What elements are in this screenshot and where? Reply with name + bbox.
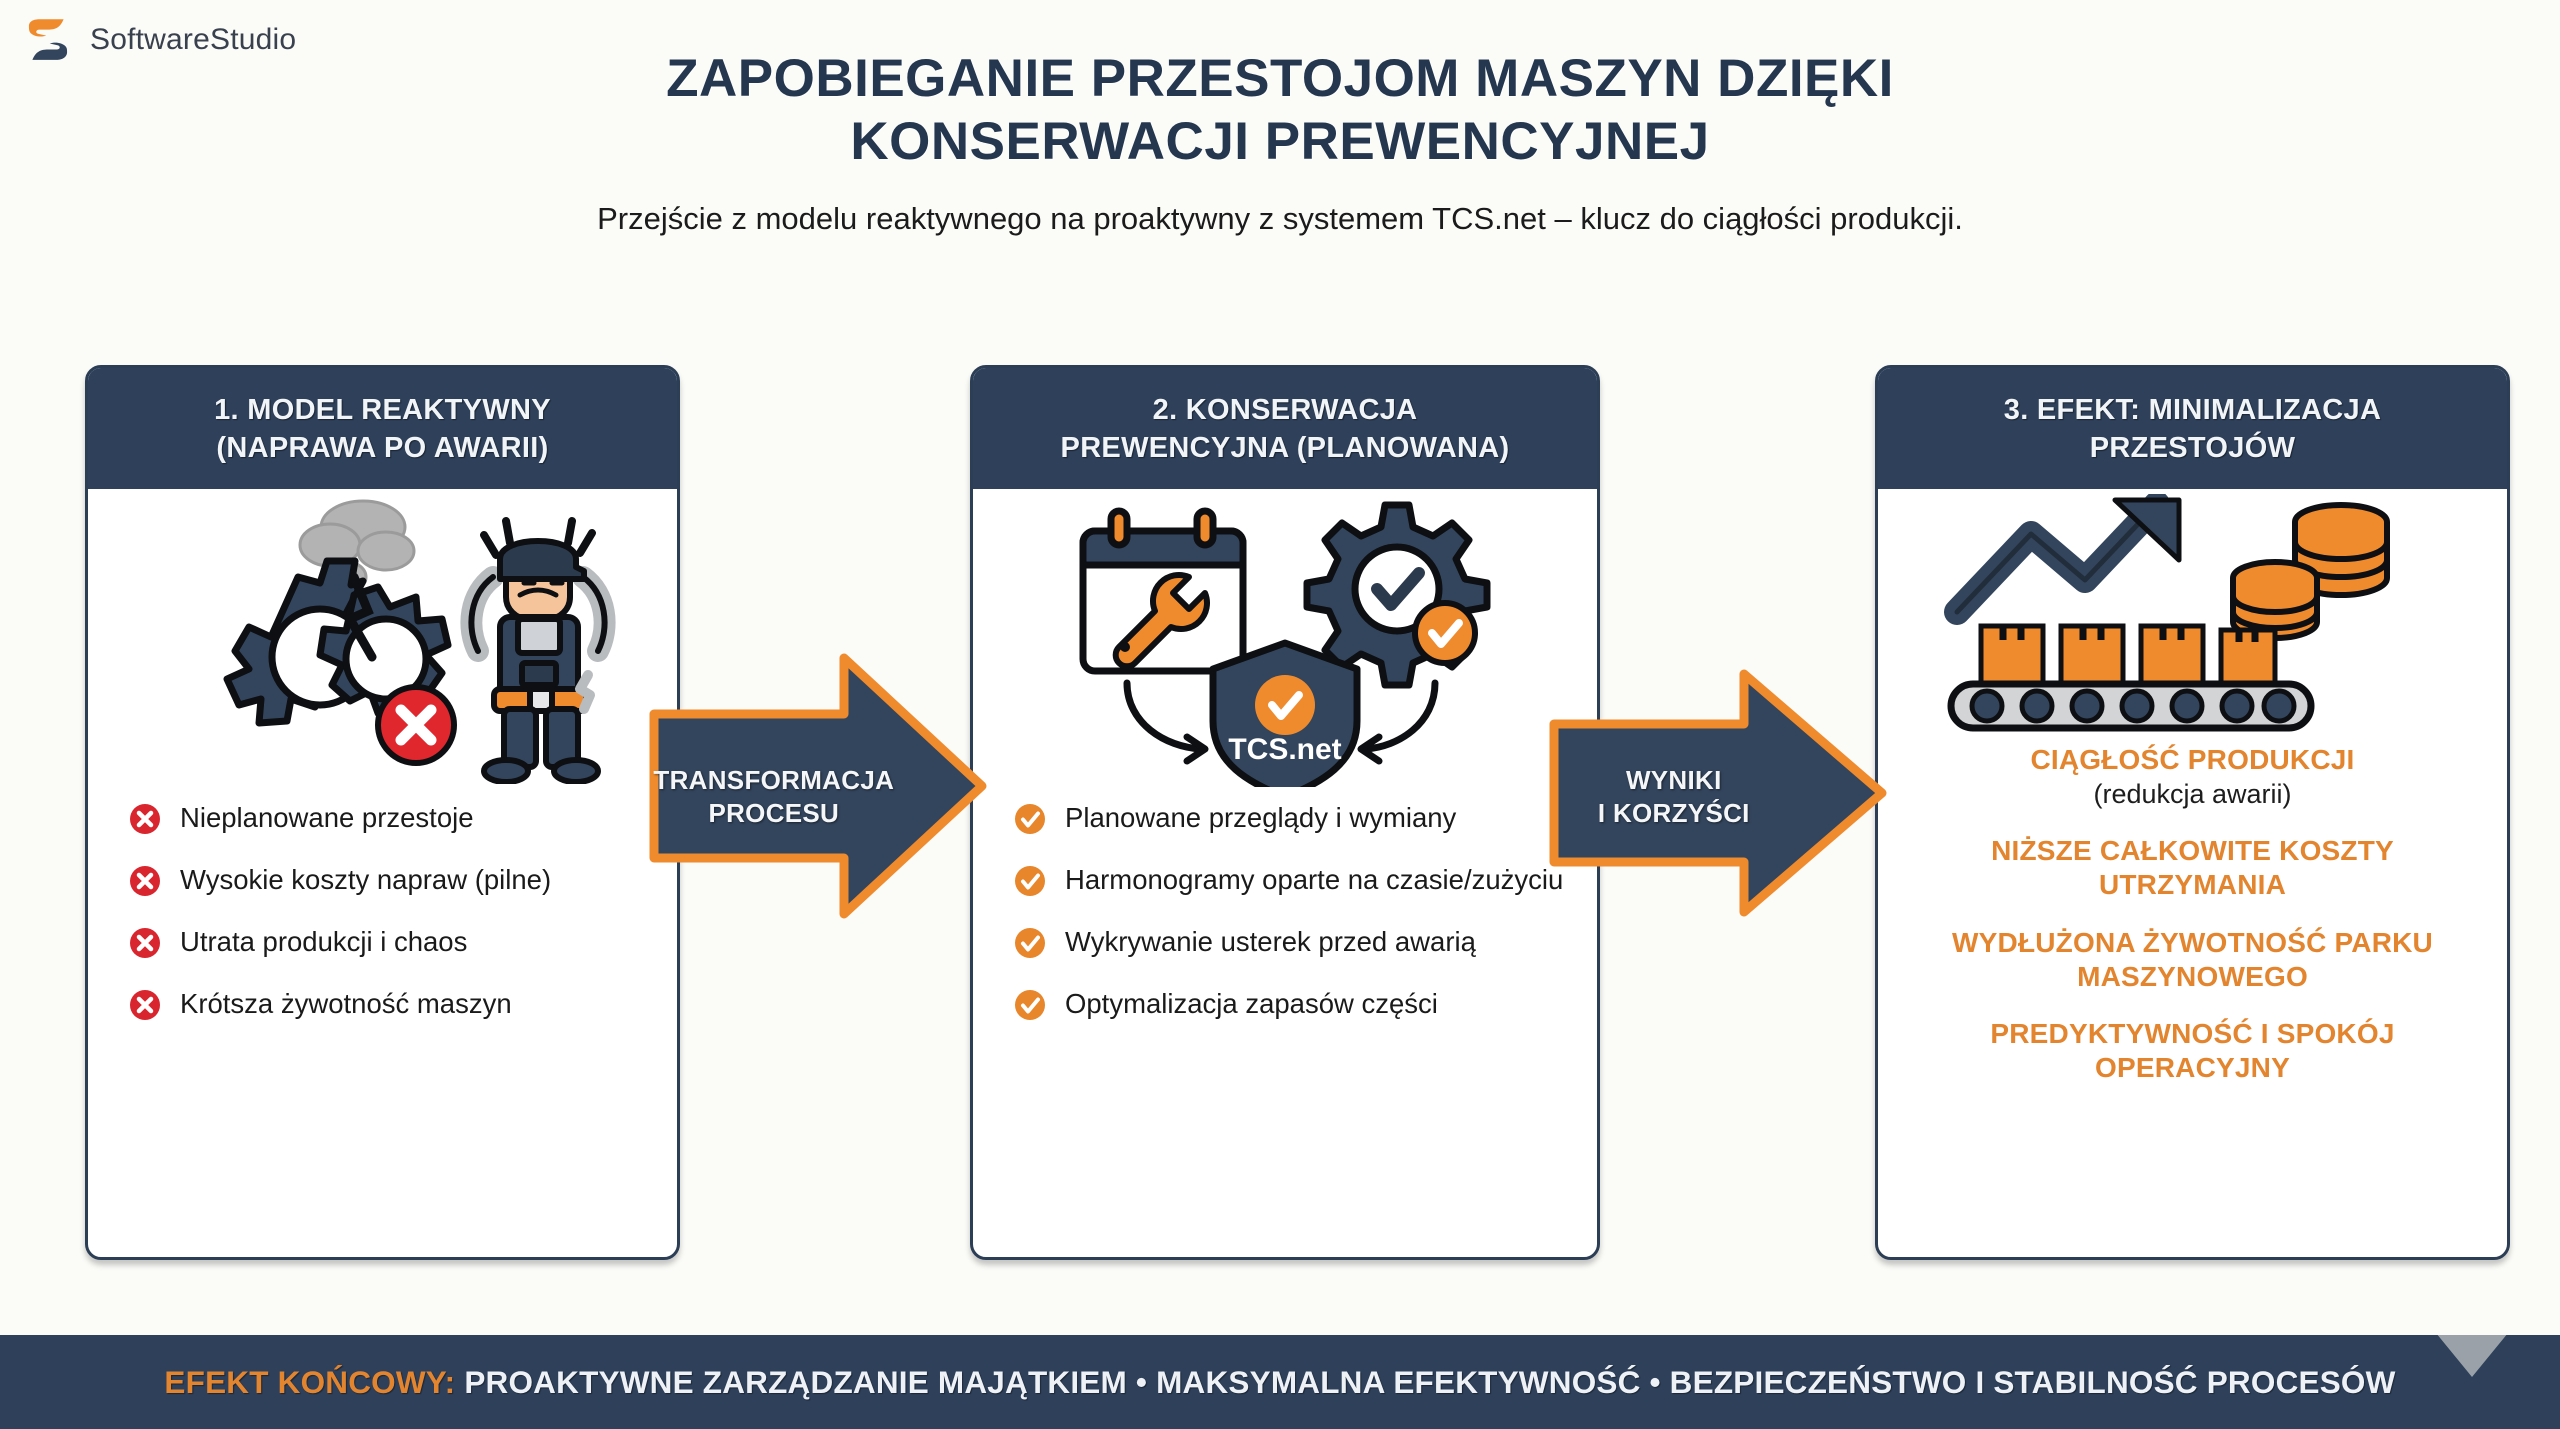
benefit-main: NIŻSZE CAŁKOWITE KOSZTY UTRZYMANIA (1991, 835, 2394, 901)
list-item: CIĄGŁOŚĆ PRODUKCJI (redukcja awarii) (1910, 743, 2475, 811)
preventive-bullet-list: Planowane przeglądy i wymiany Harmonogra… (983, 794, 1587, 1048)
orange-check-circle-icon (1015, 866, 1045, 897)
card-header-line-1: 1. MODEL REAKTYWNY (214, 394, 551, 426)
shield-label: TCS.net (1228, 733, 1341, 766)
page-title-line-2: KONSERWACJI PREWENCYJNEJ (850, 111, 1710, 171)
list-item: Optymalizacja zapasów części (1013, 986, 1569, 1022)
benefit-main: WYDŁUŻONA ŻYWOTNOŚĆ PARKU MASZYNOWEGO (1952, 926, 2433, 992)
list-item: NIŻSZE CAŁKOWITE KOSZTY UTRZYMANIA (1910, 834, 2475, 902)
page-subtitle: Przejście z modelu reaktywnego na proakt… (597, 201, 1963, 237)
benefit-main: PREDYKTYWNOŚĆ I SPOKÓJ OPERACYJNY (1990, 1017, 2395, 1084)
red-x-circle-icon (130, 866, 160, 897)
card-header-line-2: PRZESTOJÓW (2089, 431, 2296, 464)
page-title: ZAPOBIEGANIE PRZESTOJOM MASZYN DZIĘKI KO… (0, 48, 2560, 173)
red-x-circle-icon (130, 990, 160, 1021)
transition-arrow-results[interactable]: WYNIKI I KORZYŚCI (1548, 668, 1888, 918)
list-item-label: Utrata produkcji i chaos (180, 926, 468, 958)
growth-arrow-coins-conveyor-boxes-icon (1888, 489, 2497, 739)
list-item: Utrata produkcji i chaos (128, 924, 649, 960)
orange-check-circle-icon (1015, 990, 1045, 1021)
list-item: Wykrywanie usterek przed awarią (1013, 924, 1569, 960)
footer-accent-label: EFEKT KOŃCOWY: (164, 1363, 456, 1400)
card-header-preventive: 2. KONSERWACJA PREWENCYJNA (PLANOWANA) (973, 368, 1597, 490)
card-body-reactive: Nieplanowane przestoje Wysokie koszty na… (88, 489, 677, 1257)
list-item: Planowane przeglądy i wymiany (1013, 800, 1569, 836)
list-item: WYDŁUŻONA ŻYWOTNOŚĆ PARKU MASZYNOWEGO (1910, 926, 2475, 994)
page-title-block: ZAPOBIEGANIE PRZESTOJOM MASZYN DZIĘKI KO… (0, 48, 2560, 237)
list-item-label: Harmonogramy oparte na czasie/zużyciu (1065, 864, 1564, 896)
list-item-label: Wykrywanie usterek przed awarią (1065, 926, 1476, 958)
stage-card-preventive[interactable]: 2. KONSERWACJA PREWENCYJNA (PLANOWANA) (970, 365, 1600, 1260)
orange-check-circle-icon (1015, 804, 1045, 835)
list-item-label: Planowane przeglądy i wymiany (1065, 802, 1457, 834)
list-item: Harmonogramy oparte na czasie/zużyciu (1013, 862, 1569, 898)
list-item-label: Optymalizacja zapasów części (1065, 988, 1438, 1020)
stage-card-reactive[interactable]: 1. MODEL REAKTYWNY (NAPRAWA PO AWARII) (85, 365, 680, 1260)
brand-logo: SoftwareStudio (22, 14, 296, 66)
list-item-label: Wysokie koszty napraw (pilne) (180, 864, 552, 896)
list-item: Wysokie koszty napraw (pilne) (128, 862, 649, 898)
broken-gear-smoke-frustrated-worker-icon (98, 489, 667, 794)
list-item: Nieplanowane przestoje (128, 800, 649, 836)
transition-arrow-transformation[interactable]: TRANSFORMACJA PROCESU (648, 652, 988, 920)
card-header-results: 3. EFEKT: MINIMALIZACJA PRZESTOJÓW (1878, 368, 2507, 490)
list-item: Krótsza żywotność maszyn (128, 986, 649, 1022)
right-arrow-icon (649, 653, 987, 919)
right-arrow-icon (1549, 669, 1887, 917)
benefit-sub: (redukcja awarii) (2093, 778, 2292, 809)
page-title-line-1: ZAPOBIEGANIE PRZESTOJOM MASZYN DZIĘKI (666, 49, 1894, 108)
brand-name: SoftwareStudio (90, 23, 297, 56)
red-x-circle-icon (130, 928, 160, 959)
footer-body-label: PROAKTYWNE ZARZĄDZANIE MAJĄTKIEM • MAKSY… (455, 1363, 2396, 1400)
card-header-line-1: 3. EFEKT: MINIMALIZACJA (2003, 394, 2382, 426)
softwarestudio-s-logo-icon (28, 19, 68, 60)
arrow-label-results: WYNIKI I KORZYŚCI (1548, 764, 1800, 829)
arrow-label-transformation: TRANSFORMACJA PROCESU (648, 764, 900, 829)
orange-check-circle-icon (1015, 928, 1045, 959)
footer-text: EFEKT KOŃCOWY: PROAKTYWNE ZARZĄDZANIE MA… (164, 1364, 2395, 1401)
list-item-label: Krótsza żywotność maszyn (180, 988, 512, 1020)
reactive-bullet-list: Nieplanowane przestoje Wysokie koszty na… (98, 794, 667, 1048)
calendar-wrench-gear-check-shield-icon: TCS.net (983, 489, 1587, 794)
footer-notch-decoration (2436, 1335, 2508, 1377)
card-body-preventive: TCS.net Planowane przeglądy i wymiany (973, 489, 1597, 1257)
arrow-label-line-2: PROCESU (708, 797, 840, 828)
arrow-label-line-1: TRANSFORMACJA (653, 765, 895, 795)
card-header-line-1: 2. KONSERWACJA (1152, 394, 1418, 426)
list-item: PREDYKTYWNOŚĆ I SPOKÓJ OPERACYJNY (1910, 1017, 2475, 1085)
results-benefit-list: CIĄGŁOŚĆ PRODUKCJI (redukcja awarii) NIŻ… (1888, 739, 2497, 1108)
arrow-label-line-1: WYNIKI (1625, 765, 1722, 795)
footer-bar: EFEKT KOŃCOWY: PROAKTYWNE ZARZĄDZANIE MA… (0, 1335, 2560, 1429)
card-body-results: CIĄGŁOŚĆ PRODUKCJI (redukcja awarii) NIŻ… (1878, 489, 2507, 1257)
arrow-label-line-2: I KORZYŚCI (1597, 797, 1750, 828)
red-x-circle-icon (130, 804, 160, 835)
card-header-line-2: (NAPRAWA PO AWARII) (216, 431, 549, 464)
list-item-label: Nieplanowane przestoje (180, 802, 474, 834)
card-header-reactive: 1. MODEL REAKTYWNY (NAPRAWA PO AWARII) (88, 368, 677, 490)
benefit-main: CIĄGŁOŚĆ PRODUKCJI (2030, 744, 2355, 776)
stage-card-results[interactable]: 3. EFEKT: MINIMALIZACJA PRZESTOJÓW (1875, 365, 2510, 1260)
card-header-line-2: PREWENCYJNA (PLANOWANA) (1060, 431, 1510, 464)
